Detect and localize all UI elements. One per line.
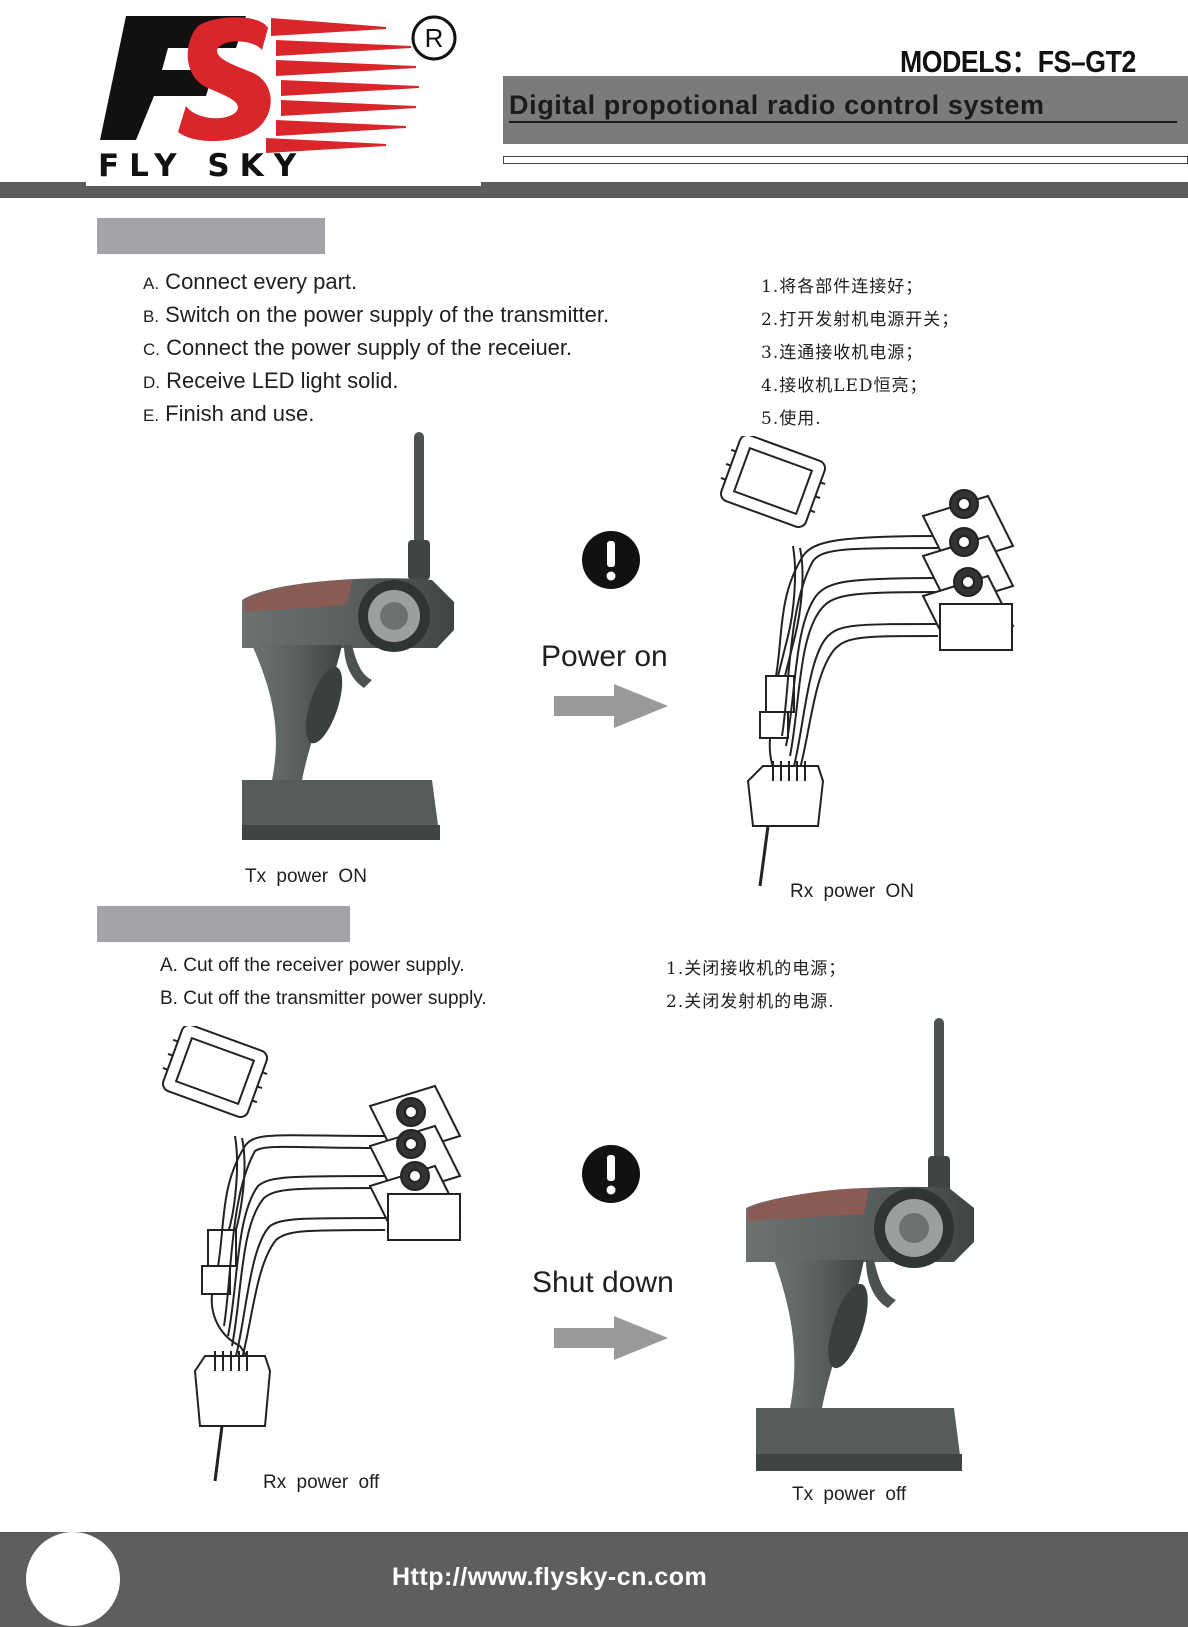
header-bar-gap <box>86 182 481 186</box>
step-cn-1: 1.将各部件连接好； <box>761 272 923 297</box>
brand-name: FLY SKY <box>98 148 306 184</box>
step-cn-4: 4.接收机LED恒亮； <box>761 371 928 396</box>
step-en-a: A. Connect every part. <box>143 269 357 295</box>
transmitter-illustration <box>232 430 462 850</box>
power-on-label: Power on <box>541 640 668 674</box>
shut-down-label: Shut down <box>532 1266 674 1300</box>
step-en-e: E. Finish and use. <box>143 401 314 427</box>
receiver-servo-illustration <box>718 436 1058 891</box>
footer-url[interactable]: Http://www.flysky-cn.com <box>392 1563 707 1592</box>
right-arrow-icon <box>554 1316 668 1360</box>
tx-power-off-caption: Tx power off <box>792 1484 906 1506</box>
section-tab-power-off <box>97 906 350 942</box>
step-en-d: D. Receive LED light solid. <box>143 368 398 394</box>
svg-text:R: R <box>425 23 444 53</box>
thin-divider <box>503 156 1188 164</box>
right-arrow-icon <box>554 684 668 728</box>
exclamation-icon <box>581 1144 641 1204</box>
section-tab-power-on <box>97 218 325 254</box>
step-en-c: C. Connect the power supply of the recei… <box>143 335 572 361</box>
step-off-en-b: B. Cut off the transmitter power supply. <box>160 988 487 1010</box>
subtitle: Digital propotional radio control system <box>509 90 1045 121</box>
step-en-b: B. Switch on the power supply of the tra… <box>143 302 609 328</box>
exclamation-icon <box>581 530 641 590</box>
tx-power-on-caption: Tx power ON <box>245 866 367 888</box>
step-off-cn-2: 2.关闭发射机的电源. <box>666 987 835 1012</box>
step-cn-2: 2.打开发射机电源开关； <box>761 305 959 330</box>
step-off-cn-1: 1.关闭接收机的电源； <box>666 954 846 979</box>
step-off-en-a: A. Cut off the receiver power supply. <box>160 955 465 977</box>
subtitle-underline <box>509 121 1177 123</box>
page-number-circle <box>26 1532 120 1626</box>
receiver-servo-illustration-off <box>160 1026 500 1486</box>
transmitter-illustration-off <box>744 1016 979 1476</box>
models-label: MODELS：FS–GT2 <box>900 36 1136 81</box>
rx-power-off-caption: Rx power off <box>263 1472 379 1494</box>
rx-power-on-caption: Rx power ON <box>790 881 914 903</box>
step-cn-5: 5.使用. <box>761 404 822 429</box>
step-cn-3: 3.连通接收机电源； <box>761 338 923 363</box>
registered-mark: R <box>410 14 458 62</box>
